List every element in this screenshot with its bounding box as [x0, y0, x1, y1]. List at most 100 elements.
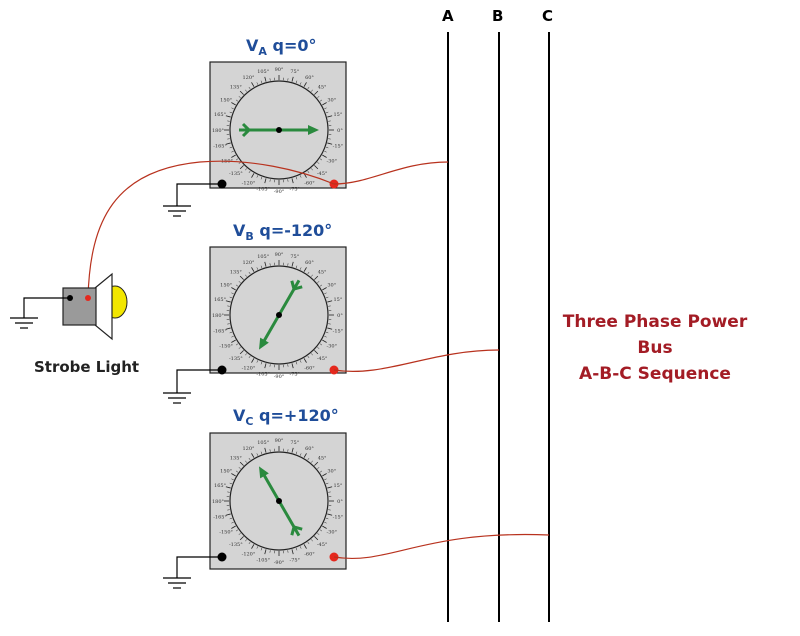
- meter-a-tick: [299, 82, 302, 85]
- meter-c-tick: [324, 478, 327, 481]
- ground-wire-b: [176, 369, 222, 393]
- bus-label-b: B: [492, 7, 504, 25]
- meter-c-tick: [310, 539, 313, 542]
- strobe-light-label: Strobe Light: [34, 358, 140, 376]
- meter-c-tick: [319, 529, 323, 532]
- meter-b-tick: [324, 292, 327, 295]
- meter-a-tick-label: -135°: [229, 171, 243, 177]
- meter-b-tick: [251, 267, 255, 272]
- meter-b-tick-label: 30°: [327, 282, 336, 288]
- meter-b-tick-label: -30°: [327, 343, 338, 349]
- meter-c-tick: [317, 532, 320, 535]
- meter-c-tick-label: -75°: [290, 558, 301, 564]
- meter-c-tick: [239, 536, 244, 541]
- meter-a-tick-label: 0°: [337, 128, 343, 134]
- meter-c-tick: [235, 529, 239, 532]
- wire-meter-b-to-bus-b: [333, 349, 500, 373]
- meter-b-tick-label: -135°: [229, 356, 243, 362]
- meter-b-tick: [303, 267, 307, 272]
- meter-b-tick: [260, 361, 263, 365]
- meter-b-tick: [235, 343, 239, 346]
- meter-b-tick: [314, 350, 319, 355]
- meter-b-tick: [229, 296, 233, 299]
- meter-c-tick: [231, 478, 234, 481]
- meter-a-tick: [319, 158, 323, 161]
- meter-grounds: [163, 183, 222, 589]
- meter-b-tick: [264, 363, 267, 369]
- strobe-body: [62, 287, 97, 326]
- meter-b-tick: [248, 355, 251, 359]
- meter-b-tick: [248, 271, 251, 275]
- meter-c-tick-label: -105°: [256, 558, 270, 564]
- meter-c-arrow-tail: [290, 525, 303, 536]
- meter-b-tick: [322, 287, 327, 291]
- meter-a-tick-label: 150°: [220, 97, 233, 103]
- meter-c-tick: [231, 473, 236, 477]
- meter-b-arrow-shaft: [260, 279, 301, 346]
- meter-c-tick: [325, 517, 329, 520]
- meter-a-tick-label: 45°: [318, 85, 327, 91]
- strobe-ground: [10, 297, 70, 329]
- meter-a-tick-label: 90°: [275, 67, 284, 73]
- meter-a-arrow-head: [308, 125, 319, 135]
- meter-c-tick-label: -90°: [274, 560, 285, 566]
- signal-wires: [87, 160, 550, 560]
- meter-title-a-v: V: [246, 36, 259, 55]
- meter-b-tick: [319, 343, 323, 346]
- meter-c-tick: [256, 453, 259, 456]
- meter-title-c: VC q=+120°: [233, 406, 339, 428]
- meter-c-tick: [251, 453, 255, 458]
- meter-a-tick: [299, 175, 302, 178]
- meter-c-tick-label: 180°: [212, 499, 225, 505]
- meter-a-tick: [295, 80, 298, 84]
- meter-b-tick: [225, 300, 231, 303]
- meter-c-tick: [314, 536, 319, 541]
- meter-c-tick: [295, 547, 298, 551]
- meter-a-tick: [229, 111, 233, 114]
- strobe-light: [62, 272, 128, 341]
- wire-meter-a-to-bus-a: [333, 161, 449, 185]
- meter-c-tick: [225, 486, 231, 489]
- meter-c-pivot: [276, 498, 282, 504]
- meter-b-tick-label: -150°: [219, 343, 233, 349]
- meter-a-tick: [245, 168, 248, 171]
- meter-a-tick: [307, 86, 310, 90]
- strobe-red-terminal: [85, 295, 91, 301]
- meter-b-tick: [245, 274, 248, 277]
- meter-title-a: VA q=0°: [246, 36, 316, 58]
- meter-c-tick-label: -60°: [304, 552, 315, 558]
- meter-a-tick-label: -75°: [290, 187, 301, 193]
- meter-c-tick: [307, 541, 310, 545]
- meter-a-tick: [229, 146, 233, 149]
- meter-title-a-sub: A: [258, 45, 267, 59]
- meter-c-tick-label: 150°: [220, 468, 233, 474]
- meter-a-tick-label: 135°: [230, 85, 243, 91]
- meter-a-tick-label: 30°: [327, 97, 336, 103]
- meter-b-tick: [324, 335, 327, 338]
- meter-b-tick: [295, 265, 298, 269]
- meter-a-tick: [239, 90, 244, 95]
- meter-b-tick: [229, 331, 233, 334]
- meter-a-tick-label: -90°: [274, 189, 285, 195]
- meter-c-tick: [291, 447, 294, 453]
- meter-b-tick: [264, 261, 267, 267]
- meter-b-tick-label: -60°: [304, 366, 315, 372]
- meter-a-tick-label: 75°: [290, 69, 299, 75]
- meter-a-tick: [238, 96, 241, 99]
- ground-wire-c: [176, 556, 222, 578]
- meter-b-tick: [317, 281, 320, 284]
- meter-b-tick-label: -15°: [333, 329, 344, 335]
- meter-c-tick: [291, 549, 294, 555]
- meter-c-tick-label: -30°: [327, 529, 338, 535]
- meter-b-tick: [307, 355, 310, 359]
- meter-a-tick: [251, 82, 255, 87]
- meter-b-tick-label: 0°: [337, 313, 343, 319]
- meter-a-tick: [264, 76, 267, 82]
- meter-c-tick-label: 90°: [275, 438, 284, 444]
- meter-b-tick: [310, 274, 313, 277]
- meter-a-tick: [245, 89, 248, 92]
- meter-b-tick: [325, 331, 329, 334]
- meter-a-tick-label: -60°: [304, 181, 315, 187]
- meter-c-tick: [303, 453, 307, 458]
- meter-a-tick: [291, 178, 294, 184]
